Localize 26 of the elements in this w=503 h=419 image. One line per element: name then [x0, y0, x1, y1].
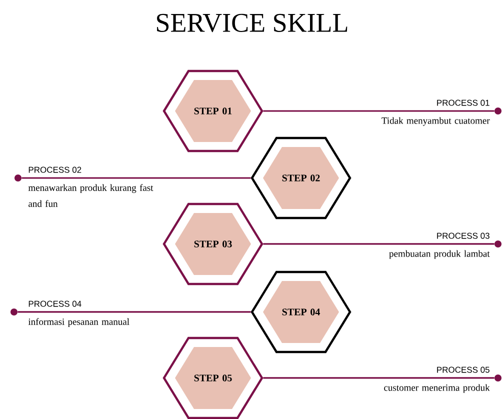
process-heading: PROCESS 03 — [437, 232, 490, 239]
dot — [14, 174, 22, 182]
process-heading: PROCESS 04 — [28, 300, 82, 307]
process-description: informasi pesanan manual — [28, 318, 130, 327]
hexagon: STEP 04 — [250, 270, 352, 354]
hexagon: STEP 01 — [162, 70, 264, 152]
connector-line — [18, 311, 251, 313]
dot — [494, 240, 502, 248]
title: SERVICE SKILL — [157, 14, 348, 32]
process-heading: PROCESS 01 — [437, 100, 490, 106]
dot — [10, 308, 18, 316]
connector-line — [263, 243, 494, 245]
hexagon: STEP 05 — [162, 336, 264, 419]
hexagon: STEP 02 — [250, 136, 352, 220]
hexagon: STEP 03 — [162, 202, 264, 286]
process-description: customer menerima produk — [384, 384, 490, 393]
connector-line — [263, 377, 494, 379]
connector-line — [22, 177, 251, 179]
process-heading: PROCESS 05 — [437, 366, 490, 373]
process-description: menawarkan produk kurang fast and fun — [28, 184, 154, 207]
process-description: Tidak menyambut cuatomer — [382, 117, 490, 126]
dot — [494, 108, 502, 114]
process-description: pembuatan produk lambat — [389, 250, 490, 259]
dot — [494, 374, 502, 382]
connector-line — [263, 110, 494, 112]
process-heading: PROCESS 02 — [28, 166, 82, 173]
